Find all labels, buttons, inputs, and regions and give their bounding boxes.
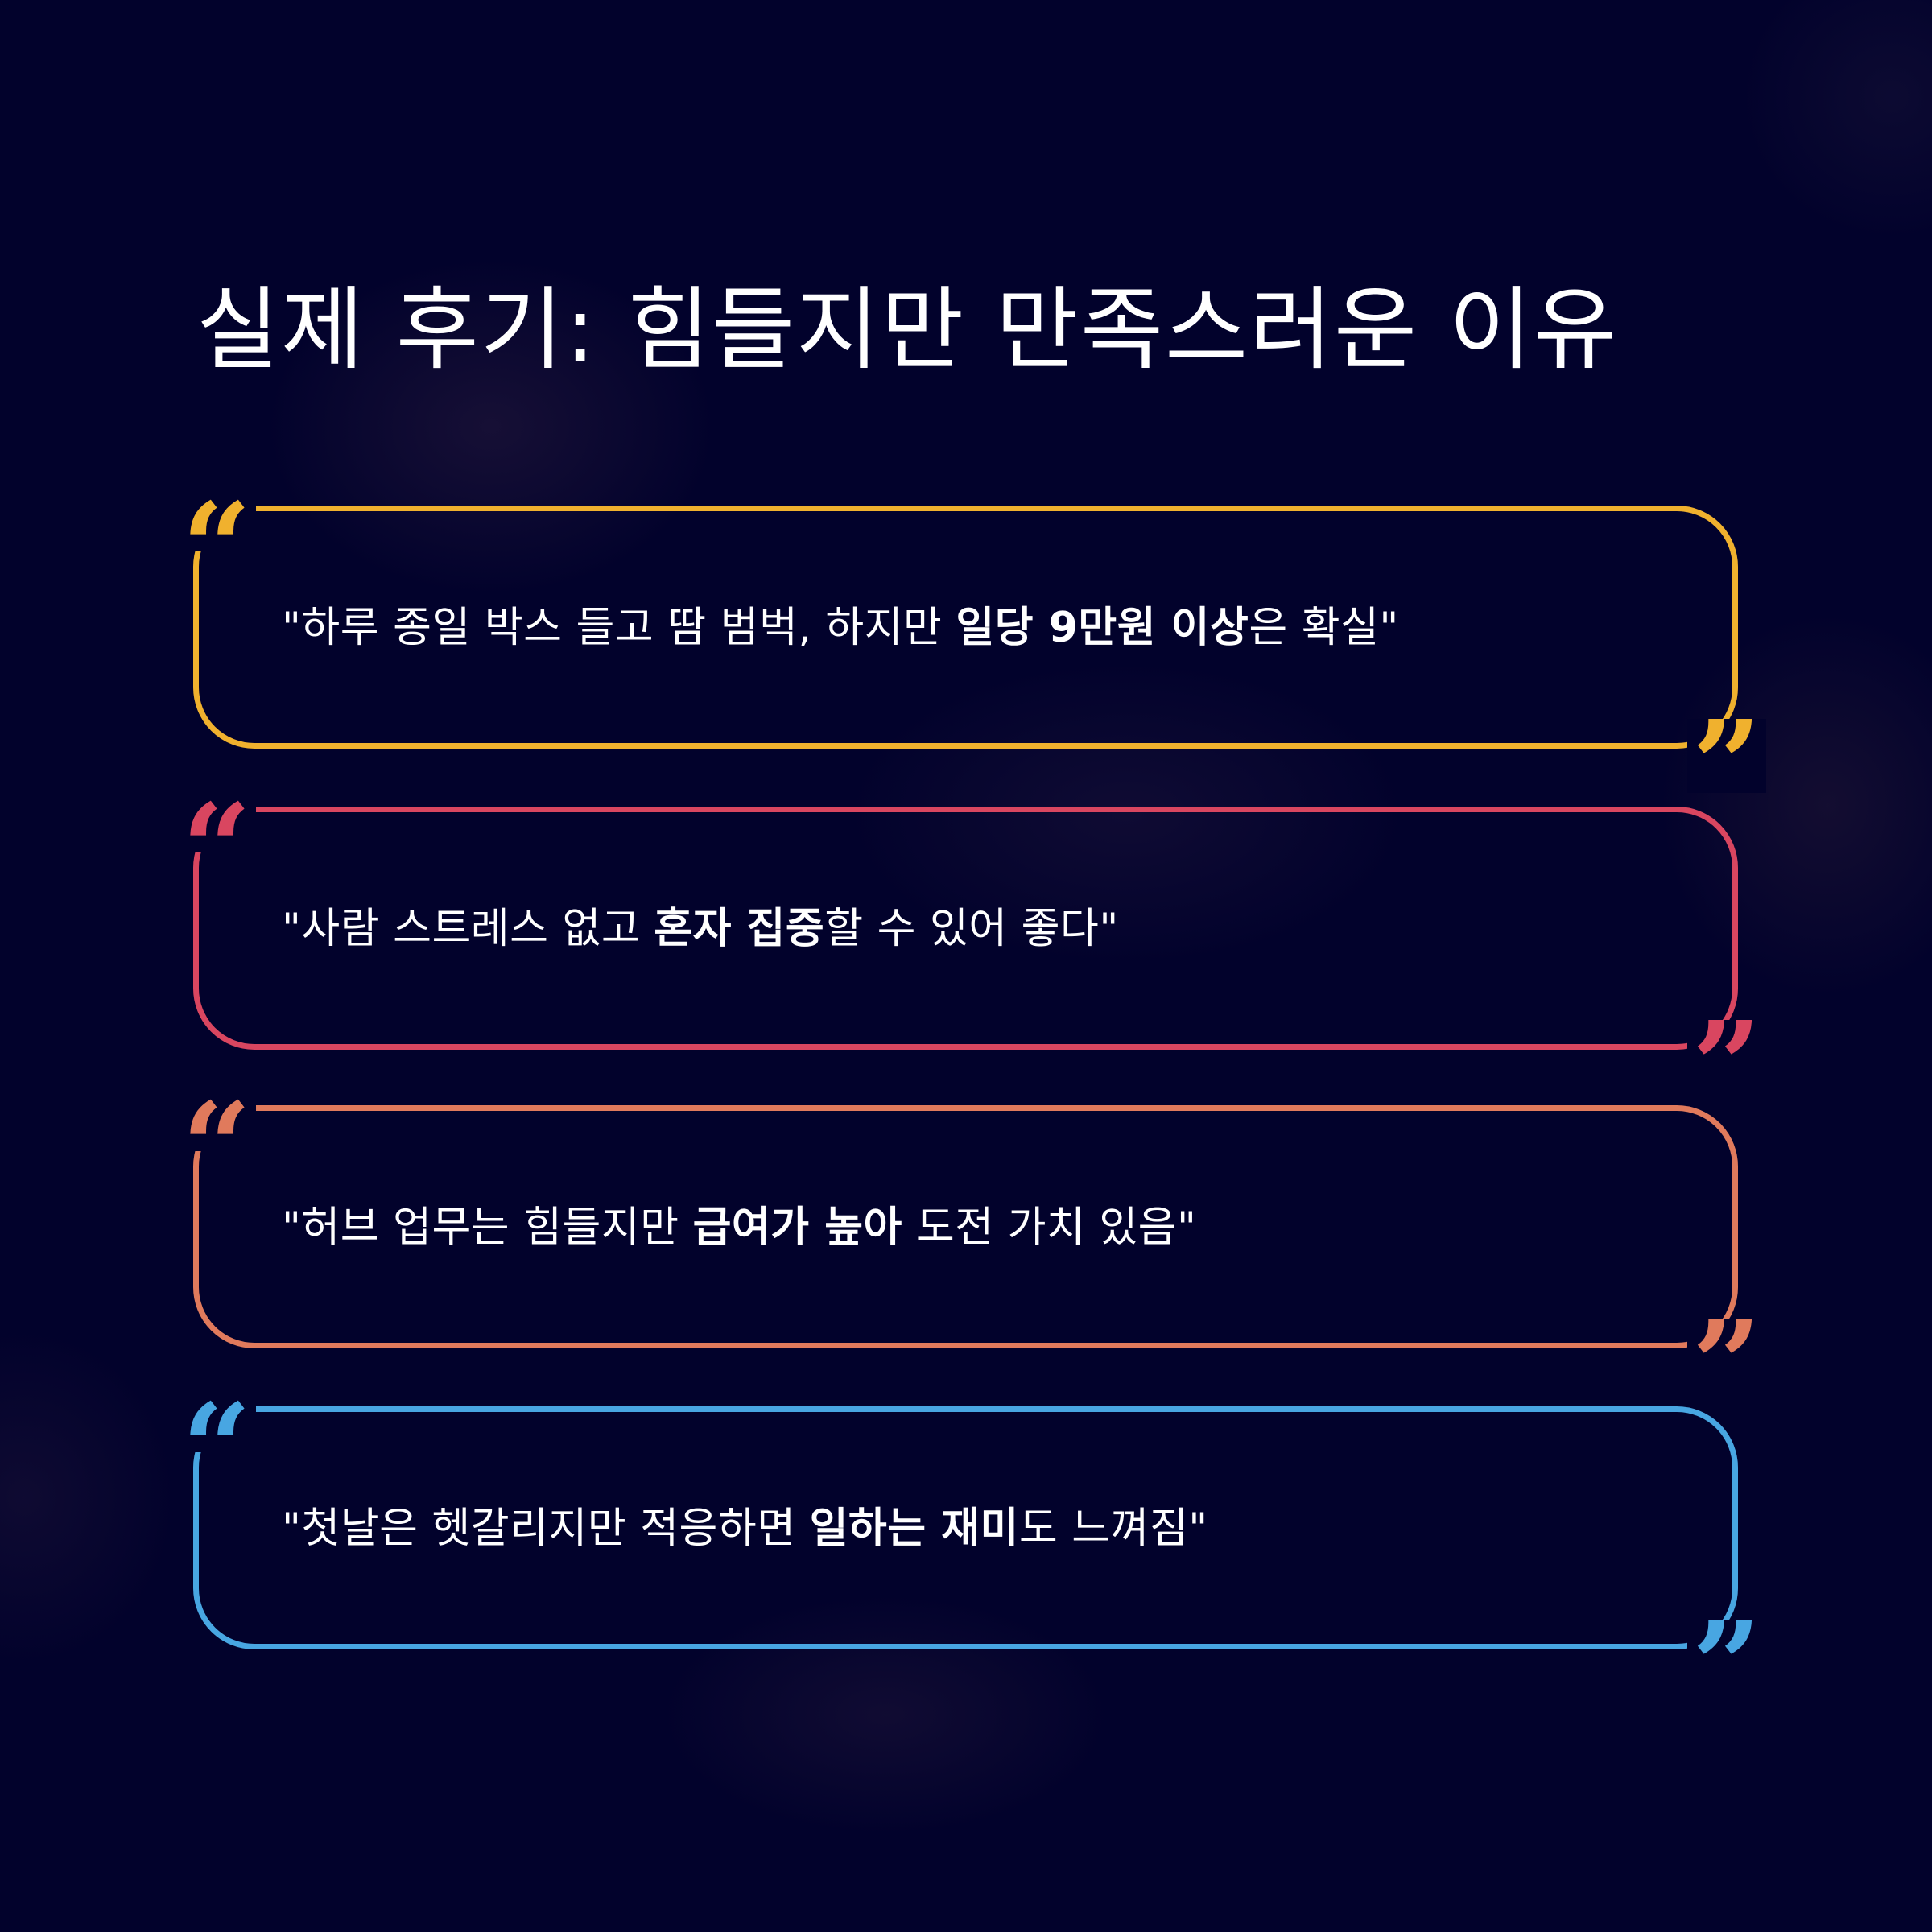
open-quote-icon: “	[177, 1380, 257, 1452]
page-title: 실제 후기: 힘들지만 만족스러운 이유	[196, 278, 1618, 382]
open-quote-icon: “	[177, 780, 257, 852]
review-highlight: 일하는 재미	[809, 1505, 1019, 1553]
close-quote-icon: ”	[1686, 1319, 1766, 1393]
review-card-3: “ "허브 업무는 힘들지만 급여가 높아 도전 가치 있음" ”	[177, 1079, 1766, 1393]
review-highlight: 일당 9만원 이상	[956, 604, 1249, 652]
review-card-2: “ "사람 스트레스 없고 혼자 집중할 수 있어 좋다" ”	[177, 780, 1766, 1094]
review-card-1: “ "하루 종일 박스 들고 땀 범벅, 하지만 일당 9만원 이상은 확실" …	[177, 479, 1766, 793]
close-quote-icon: ”	[1686, 1620, 1766, 1694]
review-text: "허브 업무는 힘들지만 급여가 높아 도전 가치 있음"	[282, 1203, 1197, 1252]
open-quote-icon: “	[177, 479, 257, 551]
review-text: "첫날은 헷갈리지만 적응하면 일하는 재미도 느껴짐"	[282, 1505, 1208, 1553]
open-quote-icon: “	[177, 1079, 257, 1151]
background-glow	[0, 1328, 177, 1666]
review-highlight: 혼자 집중	[654, 905, 825, 953]
review-highlight: 급여가 높아	[692, 1203, 902, 1252]
close-quote-icon: ”	[1686, 1020, 1766, 1094]
review-text: "사람 스트레스 없고 혼자 집중할 수 있어 좋다"	[282, 905, 1119, 953]
review-text: "하루 종일 박스 들고 땀 범벅, 하지만 일당 9만원 이상은 확실"	[282, 604, 1399, 652]
close-quote-icon: ”	[1686, 719, 1766, 793]
background-glow	[1739, 0, 1932, 242]
review-card-4: “ "첫날은 헷갈리지만 적응하면 일하는 재미도 느껴짐" ”	[177, 1380, 1766, 1694]
